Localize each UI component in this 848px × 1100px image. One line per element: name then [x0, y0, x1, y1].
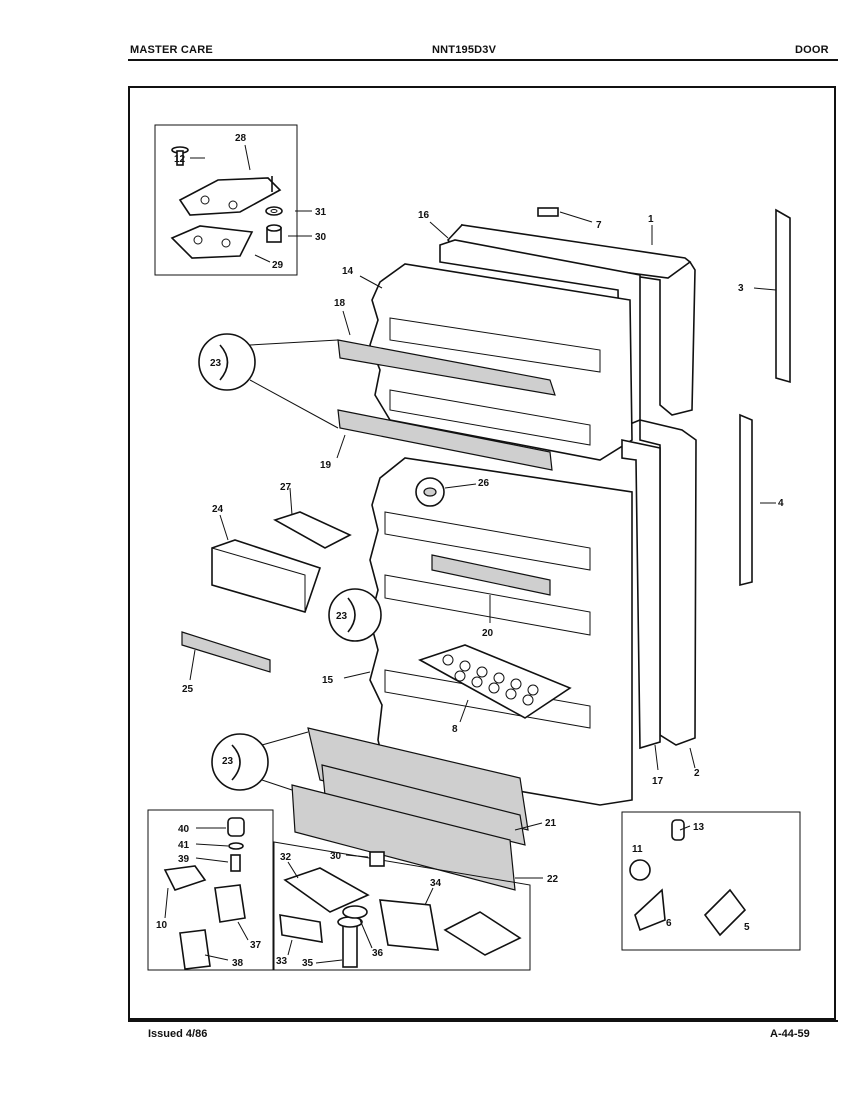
- callout-23-lower: 23: [222, 756, 234, 767]
- screw-13: [671, 819, 685, 841]
- pin-39: [230, 854, 241, 872]
- leader-lines: [164, 144, 777, 964]
- trim-25: [181, 631, 271, 673]
- callout-23-upper: 23: [210, 358, 222, 369]
- callout-13: 13: [693, 822, 705, 833]
- end-cap-23-middle: [328, 588, 382, 642]
- hinge-plate-28: [178, 176, 282, 216]
- callout-17: 17: [652, 776, 664, 787]
- freezer-door-shelf-18: [337, 339, 556, 396]
- diagram-frame: [128, 86, 836, 1020]
- end-cap-23-lower: [211, 731, 309, 791]
- egg-tray-8: [418, 644, 572, 719]
- callout-16: 16: [418, 210, 430, 221]
- hinge-10: [163, 865, 207, 891]
- butter-compartment-24: [211, 539, 322, 613]
- callout-30-lower: 30: [330, 851, 342, 862]
- brand-label: MASTER CARE: [130, 44, 213, 56]
- footer-rule: [128, 1020, 838, 1022]
- hinge-plate-29: [170, 225, 254, 259]
- callout-19: 19: [320, 460, 332, 471]
- section-title: DOOR: [795, 44, 829, 56]
- callout-36: 36: [372, 948, 384, 959]
- callout-8: 8: [452, 724, 458, 735]
- breaker-strip-3: [775, 208, 791, 384]
- hinge-bracket-37: [214, 884, 246, 923]
- callout-25: 25: [182, 684, 194, 695]
- hinge-pin-35: [337, 916, 363, 968]
- callout-3: 3: [738, 283, 744, 294]
- freezer-door-liner-14: [369, 263, 633, 461]
- callout-10: 10: [156, 920, 168, 931]
- hinge-cover-32: [283, 867, 370, 913]
- washer-41: [228, 842, 244, 850]
- callout-40: 40: [178, 824, 190, 835]
- hinge-cover-5: [703, 888, 747, 937]
- callout-7: 7: [596, 220, 602, 231]
- fresh-food-door-outer-2: [639, 418, 697, 746]
- fresh-food-door-gasket-17: [621, 439, 661, 750]
- callout-41: 41: [178, 840, 190, 851]
- callout-18: 18: [334, 298, 346, 309]
- callout-38: 38: [232, 958, 244, 969]
- breaker-strip-4: [739, 413, 753, 587]
- cap-26: [415, 477, 445, 507]
- hinge-part-unlabeled: [443, 911, 522, 956]
- callout-33: 33: [276, 956, 288, 967]
- clip-7: [537, 207, 559, 217]
- header-rule: [128, 59, 838, 61]
- page-code: A-44-59: [770, 1028, 810, 1040]
- fresh-food-door-liner-15: [369, 457, 633, 806]
- hinge-plate-38: [179, 929, 211, 970]
- bushing-30-lower: [369, 851, 385, 867]
- callout-26: 26: [478, 478, 490, 489]
- bushing-30: [266, 224, 282, 243]
- callout-4: 4: [778, 498, 784, 509]
- callout-12: 12: [174, 154, 186, 165]
- hinge-cover-6: [634, 888, 666, 932]
- callout-35: 35: [302, 958, 314, 969]
- callout-39: 39: [178, 854, 190, 865]
- callout-22: 22: [547, 874, 559, 885]
- plug-11: [629, 859, 651, 881]
- lower-right-inset-box: [621, 811, 801, 951]
- model-number: NNT195D3V: [432, 44, 497, 56]
- callout-27: 27: [280, 482, 292, 493]
- door-shelf-20: [431, 554, 551, 596]
- butter-door-27: [273, 511, 352, 549]
- washer-31: [265, 206, 283, 216]
- callout-34: 34: [430, 878, 442, 889]
- callout-20: 20: [482, 628, 494, 639]
- callout-24: 24: [212, 504, 224, 515]
- callout-6: 6: [666, 918, 672, 929]
- freezer-door-shelf-19: [337, 409, 553, 471]
- callout-15: 15: [322, 675, 334, 686]
- screw-12: [171, 146, 189, 166]
- callout-31: 31: [315, 207, 327, 218]
- callout-21: 21: [545, 818, 557, 829]
- issued-date: Issued 4/86: [148, 1028, 208, 1040]
- callout-28: 28: [235, 133, 247, 144]
- end-cap-23-upper: [198, 333, 339, 429]
- callout-14: 14: [342, 266, 354, 277]
- lower-hinge-inset-box: [147, 809, 274, 971]
- door-shelf-22: [291, 784, 516, 891]
- lower-middle-inset-box: [273, 841, 531, 971]
- callout-1: 1: [648, 214, 654, 225]
- callout-2: 2: [694, 768, 700, 779]
- door-shelf-21: [307, 727, 529, 846]
- callout-37: 37: [250, 940, 262, 951]
- hinge-34: [379, 899, 439, 951]
- callout-30: 30: [315, 232, 327, 243]
- cap-40: [227, 817, 245, 837]
- callout-11: 11: [632, 844, 643, 855]
- callout-5: 5: [744, 922, 750, 933]
- washer-36: [342, 905, 368, 919]
- shim-33: [279, 914, 323, 943]
- hinge-inset-box: [154, 124, 298, 276]
- callout-29: 29: [272, 260, 284, 271]
- callout-32: 32: [280, 852, 292, 863]
- callout-23-middle: 23: [336, 611, 348, 622]
